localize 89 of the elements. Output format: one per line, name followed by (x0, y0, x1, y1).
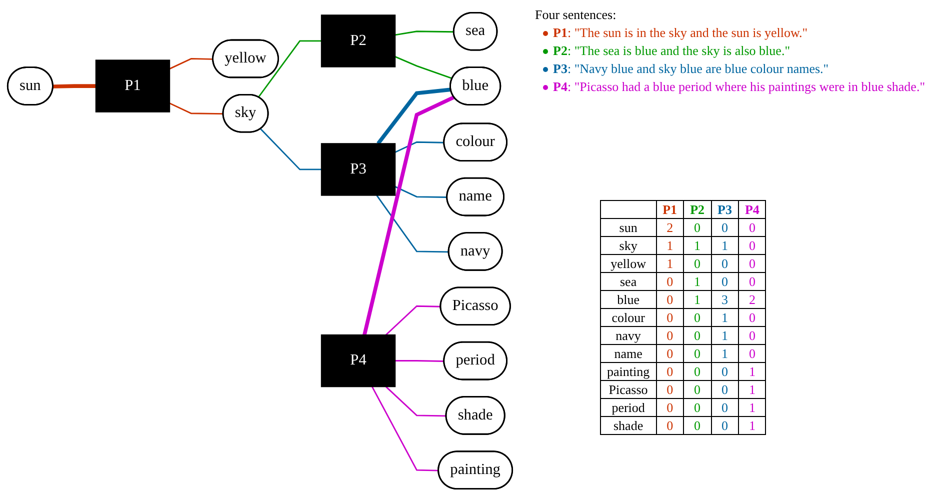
count-cell: 1 (656, 254, 684, 272)
count-cell: 0 (656, 290, 684, 308)
count-cell: 1 (711, 236, 738, 254)
count-cell: 0 (656, 326, 684, 344)
connector (385, 386, 446, 416)
count-cell: 0 (738, 254, 766, 272)
count-cell: 0 (711, 398, 738, 416)
count-cell: 0 (684, 380, 712, 398)
count-cell: 2 (738, 290, 766, 308)
count-cell: 0 (656, 362, 684, 380)
count-cell: 0 (738, 344, 766, 362)
column-header: P2 (684, 200, 712, 218)
node-box: P1 (95, 59, 170, 112)
sentence-text: P1: "The sun is in the sky and the sun is yellow." (553, 24, 808, 42)
row-header: period (600, 398, 656, 416)
count-cell: 1 (711, 326, 738, 344)
connector (169, 102, 224, 114)
connector (362, 95, 455, 336)
count-cell: 1 (738, 416, 766, 434)
sentence-text: P3: "Navy blue and sky blue are blue colour names." (553, 60, 829, 78)
count-cell: 0 (656, 272, 684, 290)
sentence-text: P2: "The sea is blue and the sky is also blue." (553, 42, 790, 60)
count-cell: 0 (656, 380, 684, 398)
connector (376, 194, 450, 252)
list-heading: Four sentences: (535, 6, 618, 24)
connector (395, 360, 444, 362)
connector (260, 128, 322, 170)
count-cell: 0 (738, 236, 766, 254)
count-cell: 1 (738, 380, 766, 398)
row-header: shade (600, 416, 656, 434)
row-header: blue (600, 290, 656, 308)
column-header: P1 (656, 200, 684, 218)
count-cell: 0 (656, 308, 684, 326)
row-header: Picasso (600, 380, 656, 398)
count-cell: 0 (738, 272, 766, 290)
count-cell: 0 (711, 272, 738, 290)
count-cell: 1 (711, 308, 738, 326)
connector (394, 141, 444, 153)
connector (258, 40, 322, 98)
connector (169, 58, 214, 70)
count-cell: 1 (684, 236, 712, 254)
count-cell: 0 (684, 362, 712, 380)
connector (385, 305, 441, 336)
row-header: yellow (600, 254, 656, 272)
count-cell: 0 (711, 380, 738, 398)
column-header: P4 (738, 200, 766, 218)
connector (371, 386, 439, 472)
row-header: sun (600, 218, 656, 236)
node-box: P4 (320, 334, 396, 387)
node-box: P3 (320, 142, 396, 196)
row-header: sea (600, 272, 656, 290)
count-cell: 0 (711, 254, 738, 272)
count-cell: 2 (656, 218, 684, 236)
count-cell: 1 (738, 362, 766, 380)
count-cell: 0 (684, 254, 712, 272)
count-cell: 0 (738, 326, 766, 344)
count-cell: 1 (656, 236, 684, 254)
count-cell: 1 (738, 398, 766, 416)
count-cell: 0 (684, 308, 712, 326)
connector (376, 87, 452, 144)
count-cell: 1 (711, 344, 738, 362)
count-cell: 1 (684, 290, 712, 308)
count-cell: 0 (711, 416, 738, 434)
count-cell: 0 (738, 308, 766, 326)
connector (394, 56, 453, 79)
row-header: painting (600, 362, 656, 380)
connector (395, 30, 454, 36)
column-header: P3 (711, 200, 738, 218)
count-cell: 0 (738, 218, 766, 236)
count-cell: 3 (711, 290, 738, 308)
connector (53, 84, 96, 88)
sentence-text: P4: "Picasso had a blue period where his paintings were in blue shade." (553, 78, 926, 96)
count-cell: 0 (684, 416, 712, 434)
row-header: navy (600, 326, 656, 344)
connector (394, 186, 448, 198)
count-cell: 0 (684, 218, 712, 236)
count-cell: 0 (656, 416, 684, 434)
count-cell: 0 (711, 362, 738, 380)
count-cell: 0 (711, 218, 738, 236)
count-cell: 1 (684, 272, 712, 290)
count-cell: 0 (656, 344, 684, 362)
row-header: name (600, 344, 656, 362)
count-cell: 0 (656, 398, 684, 416)
count-cell: 0 (684, 326, 712, 344)
node-box: P2 (320, 14, 396, 68)
count-cell: 0 (684, 398, 712, 416)
row-header: colour (600, 308, 656, 326)
row-header: sky (600, 236, 656, 254)
count-cell: 0 (684, 344, 712, 362)
